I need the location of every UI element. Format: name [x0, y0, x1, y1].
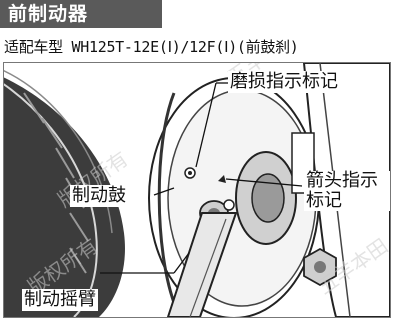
model-caption: 适配车型 WH125T-12E(Ⅰ)/12F(Ⅰ)(前鼓刹)	[4, 38, 299, 56]
arrow-indicator-mark	[218, 175, 226, 183]
label-arrow-indicator-line-1: 箭头指示	[306, 170, 378, 191]
leader-lines	[100, 82, 303, 274]
section-title: 前制动器	[0, 0, 162, 28]
brake-illustration: 五羊-本田 版权所有 五羊本田 版权所有 磨损指示标记 制动鼓 箭头指示 标记 …	[3, 62, 391, 318]
label-brake-drum: 制动鼓	[70, 185, 128, 207]
label-arrow-indicator-line-2: 标记	[306, 190, 342, 211]
label-wear-indicator-mark: 磨损指示标记	[228, 71, 340, 93]
tire-shape	[4, 63, 125, 317]
brake-drawing: 五羊-本田 版权所有 五羊本田 版权所有	[4, 63, 390, 317]
label-brake-arm: 制动摇臂	[22, 289, 98, 311]
label-arrow-indicator-mark: 箭头指示 标记	[304, 170, 390, 211]
